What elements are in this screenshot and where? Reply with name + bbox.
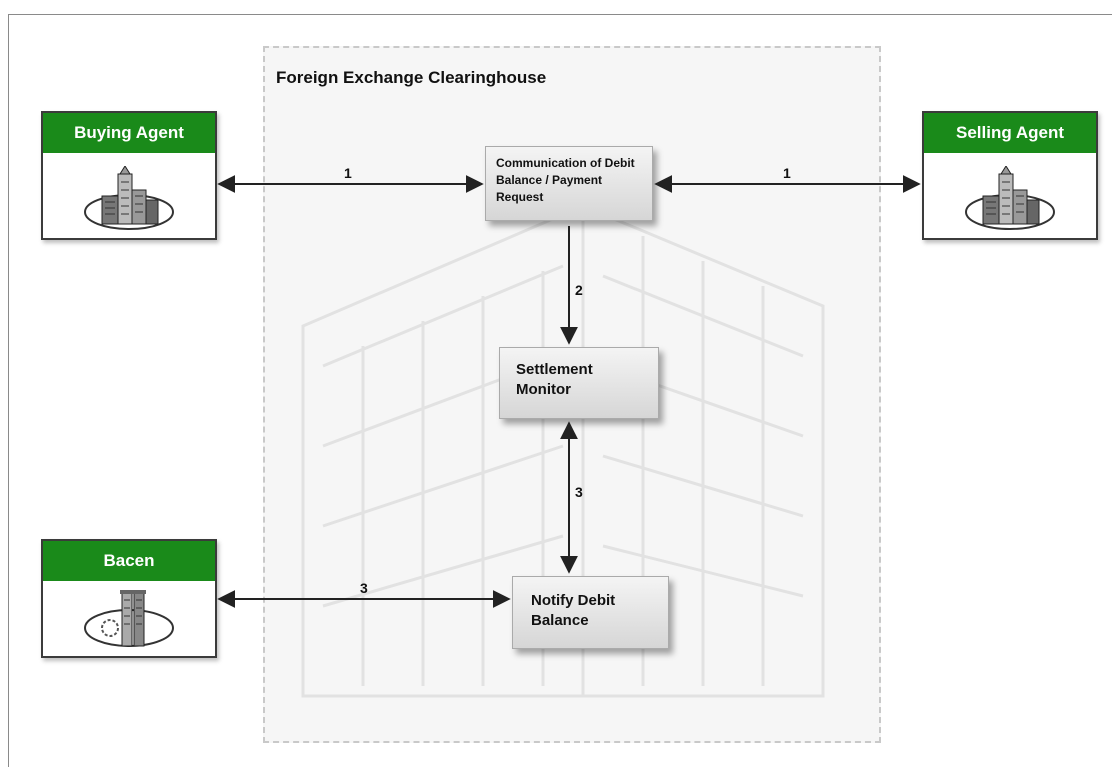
buying-agent-box: Buying Agent [41,111,217,240]
notify-debit-balance-box: Notify Debit Balance [512,576,669,649]
step-label-notify: 3 [575,484,583,500]
step-label-bacen: 3 [360,580,368,596]
buying-agent-title: Buying Agent [43,113,215,153]
city-buildings-icon [84,166,174,230]
settlement-monitor-label: Settlement Monitor [516,361,593,398]
step-label-selling: 1 [783,165,791,181]
settlement-monitor-box: Settlement Monitor [499,347,659,419]
step-label-settlement: 2 [575,282,583,298]
communication-label: Communication of Debit Balance / Payment… [496,156,635,204]
selling-agent-title: Selling Agent [924,113,1096,153]
communication-box: Communication of Debit Balance / Payment… [485,146,653,221]
notify-debit-balance-label: Notify Debit Balance [531,592,616,629]
selling-agent-box: Selling Agent [922,111,1098,240]
step-label-buying: 1 [344,165,352,181]
bacen-box: Bacen [41,539,217,658]
clearinghouse-title: Foreign Exchange Clearinghouse [276,68,547,87]
building-background-illustration [301,203,825,698]
city-buildings-icon [965,166,1055,230]
bank-building-icon [84,590,174,647]
bacen-title: Bacen [43,541,215,581]
diagram-frame [8,14,1112,767]
